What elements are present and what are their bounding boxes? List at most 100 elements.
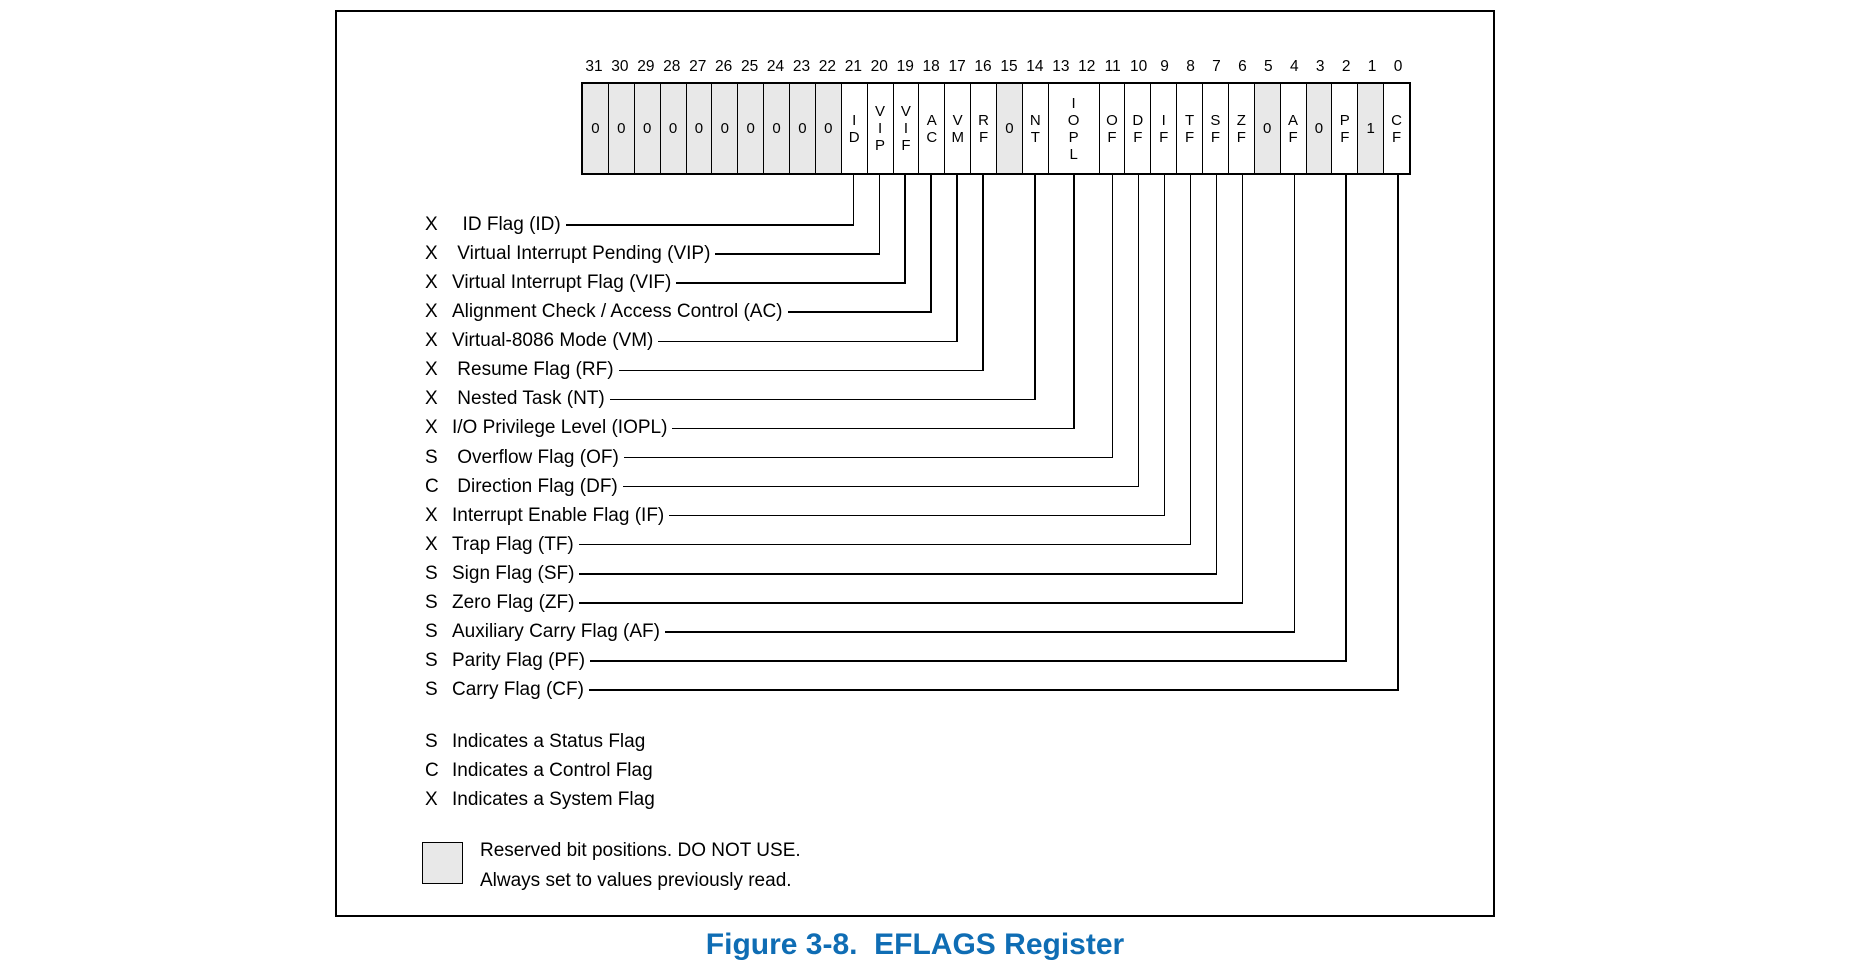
- register-cell-bit-14: N T: [1021, 84, 1048, 173]
- bit-number-29: 29: [637, 58, 655, 75]
- register-cell-bit-15: 0: [996, 84, 1022, 173]
- reserved-note-line1: Reserved bit positions. DO NOT USE.: [480, 840, 801, 861]
- bit-number-24: 24: [766, 58, 785, 75]
- flag-type-letter: S: [425, 679, 438, 700]
- bit-number-23: 23: [792, 58, 811, 75]
- flag-name: Direction Flag (DF): [452, 475, 618, 497]
- bit-number-11: 11: [1104, 58, 1121, 75]
- figure-caption: Figure 3-8. EFLAGS Register: [705, 928, 1125, 961]
- connector-horizontal: [579, 543, 1191, 546]
- legend-text: Indicates a Status Flag: [452, 731, 646, 752]
- register-cell-bit-17: V M: [944, 84, 970, 173]
- connector-horizontal: [665, 631, 1295, 633]
- flag-name: Interrupt Enable Flag (IF): [452, 504, 665, 526]
- register-cell-bit-18: A C: [918, 84, 944, 173]
- register-cell-bit-29: 0: [633, 84, 660, 173]
- bit-number-15: 15: [1000, 58, 1018, 75]
- register-cell-bit-10: D F: [1124, 84, 1150, 173]
- flag-type-letter: C: [425, 475, 439, 497]
- connector-horizontal: [619, 369, 984, 372]
- register-cell-bit-16: R F: [970, 84, 996, 173]
- connector-vertical: [1215, 175, 1218, 575]
- flag-name: Auxiliary Carry Flag (AF): [452, 620, 660, 642]
- bit-number-8: 8: [1186, 58, 1195, 75]
- bit-number-12: 12: [1078, 58, 1096, 75]
- bit-number-18: 18: [922, 58, 940, 75]
- connector-horizontal: [610, 398, 1035, 401]
- register-cell-bit-24: 0: [763, 84, 789, 173]
- register-cell-bit-8: T F: [1176, 84, 1202, 173]
- flag-name: ID Flag (ID): [452, 214, 561, 235]
- flag-type-letter: X: [425, 359, 438, 381]
- register-cell-bit-20: V I P: [866, 84, 893, 173]
- flag-type-letter: S: [425, 562, 438, 584]
- register-cell-bit-1: 1: [1357, 84, 1384, 173]
- register-cell-bit-13-12: I O P L: [1047, 84, 1099, 173]
- connector-vertical: [1163, 175, 1166, 517]
- connector-vertical: [1397, 175, 1399, 691]
- connector-vertical: [1034, 175, 1036, 401]
- bit-number-10: 10: [1130, 58, 1148, 75]
- register-cell-bit-9: I F: [1150, 84, 1176, 173]
- register-cell-bit-31: 0: [583, 84, 608, 173]
- connector-vertical: [956, 175, 958, 342]
- bit-number-2: 2: [1341, 58, 1351, 75]
- reserved-note: Reserved bit positions. DO NOT USE. Alwa…: [480, 836, 801, 896]
- register-cell-bit-25: 0: [737, 84, 764, 173]
- bit-number-17: 17: [948, 58, 966, 75]
- register-cell-bit-23: 0: [789, 84, 815, 173]
- bit-number-30: 30: [611, 58, 629, 75]
- register-cell-bit-7: S F: [1202, 84, 1228, 173]
- bit-number-25: 25: [740, 58, 759, 75]
- connector-vertical: [1345, 175, 1347, 662]
- bit-number-21: 21: [844, 58, 862, 75]
- flag-name: Nested Task (NT): [452, 388, 605, 410]
- bit-number-3: 3: [1315, 58, 1325, 75]
- flag-type-letter: X: [425, 272, 438, 294]
- connector-horizontal: [589, 689, 1399, 691]
- bit-number-19: 19: [896, 58, 914, 75]
- connector-vertical: [1293, 175, 1296, 633]
- connector-vertical: [982, 175, 984, 372]
- bit-number-0: 0: [1393, 58, 1403, 75]
- flag-name: Overflow Flag (OF): [452, 446, 619, 468]
- connector-vertical: [1073, 175, 1075, 430]
- connector-horizontal: [623, 485, 1139, 488]
- reserved-legend-swatch: [422, 842, 463, 884]
- flag-type-letter: X: [425, 243, 438, 265]
- connector-vertical: [904, 175, 906, 284]
- bit-number-4: 4: [1289, 58, 1299, 75]
- flag-type-letter: S: [425, 446, 438, 468]
- flag-name: Alignment Check / Access Control (AC): [452, 301, 783, 323]
- register-cell-bit-0: C F: [1383, 84, 1409, 173]
- flag-type-letter: X: [425, 533, 438, 555]
- connector-horizontal: [579, 573, 1217, 575]
- register-cell-bit-26: 0: [711, 84, 738, 173]
- register-cell-bit-4: A F: [1279, 84, 1306, 173]
- connector-vertical: [1241, 175, 1244, 604]
- connector-horizontal: [788, 311, 932, 313]
- bit-number-1: 1: [1367, 58, 1377, 75]
- flag-type-letter: X: [425, 388, 438, 410]
- register-cell-bit-28: 0: [659, 84, 686, 173]
- connector-vertical: [1189, 175, 1192, 546]
- connector-vertical: [930, 175, 932, 313]
- bit-number-20: 20: [870, 58, 888, 75]
- connector-vertical: [1137, 175, 1140, 488]
- legend-text: Indicates a Control Flag: [452, 760, 653, 781]
- flag-type-letter: S: [425, 591, 438, 613]
- legend-symbol: X: [425, 789, 438, 810]
- flag-name: Trap Flag (TF): [452, 533, 574, 555]
- flag-type-letter: X: [425, 214, 438, 235]
- flag-name: Parity Flag (PF): [452, 649, 586, 671]
- connector-horizontal: [715, 253, 880, 255]
- register-cell-bit-22: 0: [814, 84, 841, 173]
- register-cell-bit-6: Z F: [1227, 84, 1254, 173]
- legend-symbol: C: [425, 760, 439, 781]
- reserved-note-line2: Always set to values previously read.: [480, 870, 792, 891]
- bit-number-7: 7: [1212, 58, 1221, 75]
- flag-name: Carry Flag (CF): [452, 679, 584, 700]
- bit-number-9: 9: [1160, 58, 1169, 75]
